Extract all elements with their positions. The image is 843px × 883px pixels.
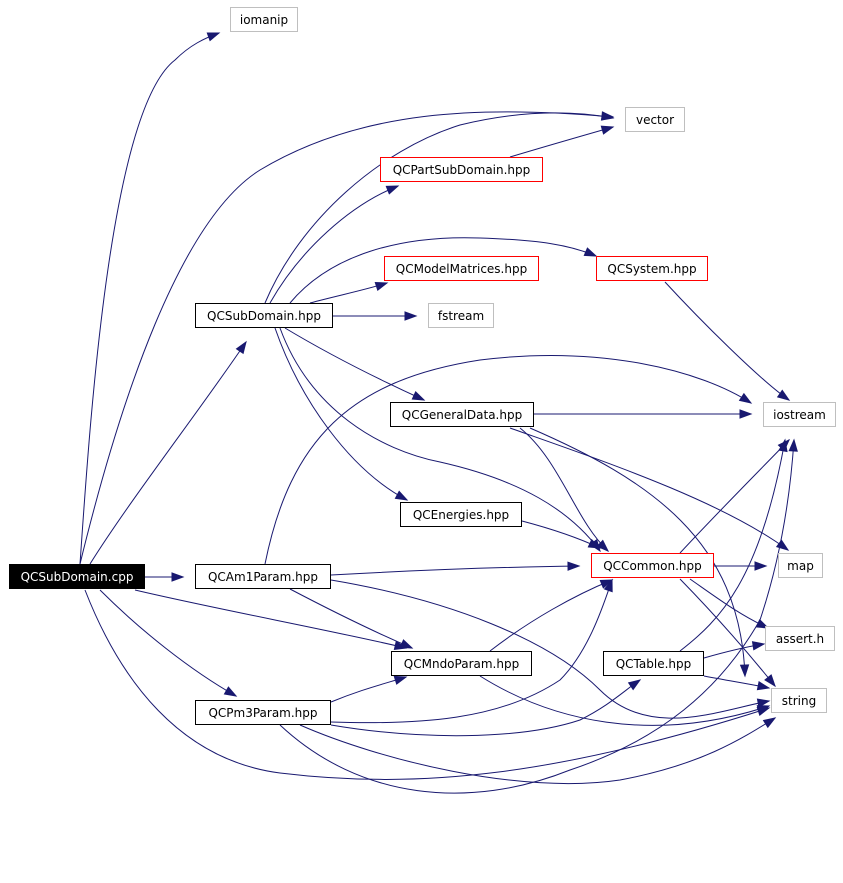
edge-arrowhead bbox=[399, 639, 414, 649]
edge-arrowhead bbox=[751, 641, 766, 651]
edge-arrowhead bbox=[762, 717, 777, 729]
edge-arrowhead bbox=[385, 185, 400, 195]
node-vector[interactable]: vector bbox=[625, 107, 685, 132]
edge-arrowhead bbox=[739, 664, 750, 678]
edge-arrowhead bbox=[596, 539, 610, 553]
edge-pm3-string bbox=[299, 717, 777, 785]
edge-am1-common bbox=[330, 561, 581, 576]
edge-arrowhead bbox=[583, 247, 598, 257]
edge-general-string bbox=[529, 427, 750, 678]
edge-mndo-string bbox=[479, 675, 771, 726]
edge-root-pm3 bbox=[99, 589, 238, 697]
edge-pm3-mndo bbox=[330, 675, 408, 703]
edge-root-mndo bbox=[134, 589, 408, 650]
edge-sub-model bbox=[309, 281, 389, 304]
node-qccommon-hpp[interactable]: QCCommon.hpp bbox=[591, 553, 714, 578]
node-qcam1param-hpp[interactable]: QCAm1Param.hpp bbox=[195, 564, 331, 589]
edge-general-common bbox=[519, 427, 610, 553]
edge-am1-iostream bbox=[264, 355, 753, 565]
edge-arrowhead bbox=[223, 686, 238, 697]
edge-sub-energies bbox=[274, 327, 409, 501]
node-qcgeneraldata-hpp[interactable]: QCGeneralData.hpp bbox=[390, 402, 534, 427]
node-string[interactable]: string bbox=[771, 688, 827, 713]
edge-arrowhead bbox=[738, 392, 753, 404]
edge-arrowhead bbox=[599, 579, 614, 589]
edge-sub-fstream bbox=[333, 311, 418, 321]
node-iomanip[interactable]: iomanip bbox=[230, 7, 298, 32]
edge-sub-vector bbox=[264, 111, 615, 304]
node-iostream[interactable]: iostream bbox=[763, 402, 836, 427]
edge-arrowhead bbox=[776, 389, 791, 401]
edge-arrowhead bbox=[567, 561, 581, 571]
edge-arrowhead bbox=[754, 561, 768, 571]
edge-common-assert bbox=[689, 578, 770, 629]
node-qcpartsubdomain-hpp[interactable]: QCPartSubDomain.hpp bbox=[380, 157, 543, 182]
edge-table-string bbox=[703, 675, 771, 691]
edge-pm3-iostream bbox=[279, 438, 798, 794]
edge-mndo-common bbox=[489, 579, 614, 652]
edge-root-sub bbox=[89, 340, 247, 565]
edge-root-am1 bbox=[145, 572, 185, 582]
edge-sub-part bbox=[269, 185, 400, 304]
edge-am1-mndo bbox=[289, 588, 414, 649]
edge-arrowhead bbox=[374, 281, 389, 291]
edge-arrowhead bbox=[775, 539, 790, 551]
edge-root-iomanip bbox=[79, 32, 221, 565]
node-qcmodelmatrices-hpp[interactable]: QCModelMatrices.hpp bbox=[384, 256, 539, 281]
edge-table-iostream bbox=[679, 438, 788, 652]
edge-general-iostream bbox=[534, 409, 753, 419]
edge-arrowhead bbox=[411, 390, 426, 401]
node-qcenergies-hpp[interactable]: QCEnergies.hpp bbox=[400, 502, 522, 527]
edge-table-assert bbox=[703, 641, 766, 659]
edge-arrowhead bbox=[393, 675, 408, 685]
edge-arrowhead bbox=[394, 490, 409, 501]
edge-system-iostream bbox=[664, 281, 791, 401]
edge-arrowhead bbox=[627, 679, 642, 691]
edge-arrowhead bbox=[587, 538, 602, 549]
edge-sub-system bbox=[289, 237, 598, 304]
edge-arrowhead bbox=[778, 438, 788, 453]
edge-arrowhead bbox=[756, 698, 771, 708]
edge-common-map bbox=[714, 561, 768, 571]
edge-general-map bbox=[509, 427, 790, 551]
edge-pm3-common bbox=[330, 578, 613, 724]
edge-arrowhead bbox=[764, 674, 776, 688]
node-qctable-hpp[interactable]: QCTable.hpp bbox=[603, 651, 704, 676]
edge-arrowhead bbox=[603, 578, 613, 593]
edge-pm3-table bbox=[330, 679, 642, 737]
edge-arrowhead bbox=[739, 409, 753, 419]
node-map[interactable]: map bbox=[778, 553, 823, 578]
node-qcmndoparam-hpp[interactable]: QCMndoParam.hpp bbox=[391, 651, 532, 676]
edge-arrowhead bbox=[404, 311, 418, 321]
edge-common-string bbox=[679, 578, 776, 688]
node-qcsubdomain-hpp[interactable]: QCSubDomain.hpp bbox=[195, 303, 333, 328]
edge-arrowhead bbox=[788, 438, 798, 452]
node-qcsystem-hpp[interactable]: QCSystem.hpp bbox=[596, 256, 708, 281]
edge-arrowhead bbox=[756, 705, 771, 715]
edge-root-string bbox=[84, 589, 771, 780]
edge-arrowhead bbox=[600, 111, 615, 121]
edge-arrowhead bbox=[206, 32, 221, 42]
edge-part-vector bbox=[509, 125, 615, 158]
edge-arrowhead bbox=[235, 340, 247, 355]
edge-sub-general bbox=[284, 327, 426, 401]
edge-am1-string bbox=[330, 579, 771, 719]
node-qcsubdomain-cpp[interactable]: QCSubDomain.cpp bbox=[9, 564, 145, 589]
edge-energies-common bbox=[521, 520, 602, 549]
node-assert-h[interactable]: assert.h bbox=[765, 626, 835, 651]
node-qcpm3param-hpp[interactable]: QCPm3Param.hpp bbox=[195, 700, 331, 725]
edge-arrowhead bbox=[756, 681, 771, 691]
node-fstream[interactable]: fstream bbox=[428, 303, 494, 328]
edge-arrowhead bbox=[171, 572, 185, 582]
edge-arrowhead bbox=[600, 125, 615, 135]
